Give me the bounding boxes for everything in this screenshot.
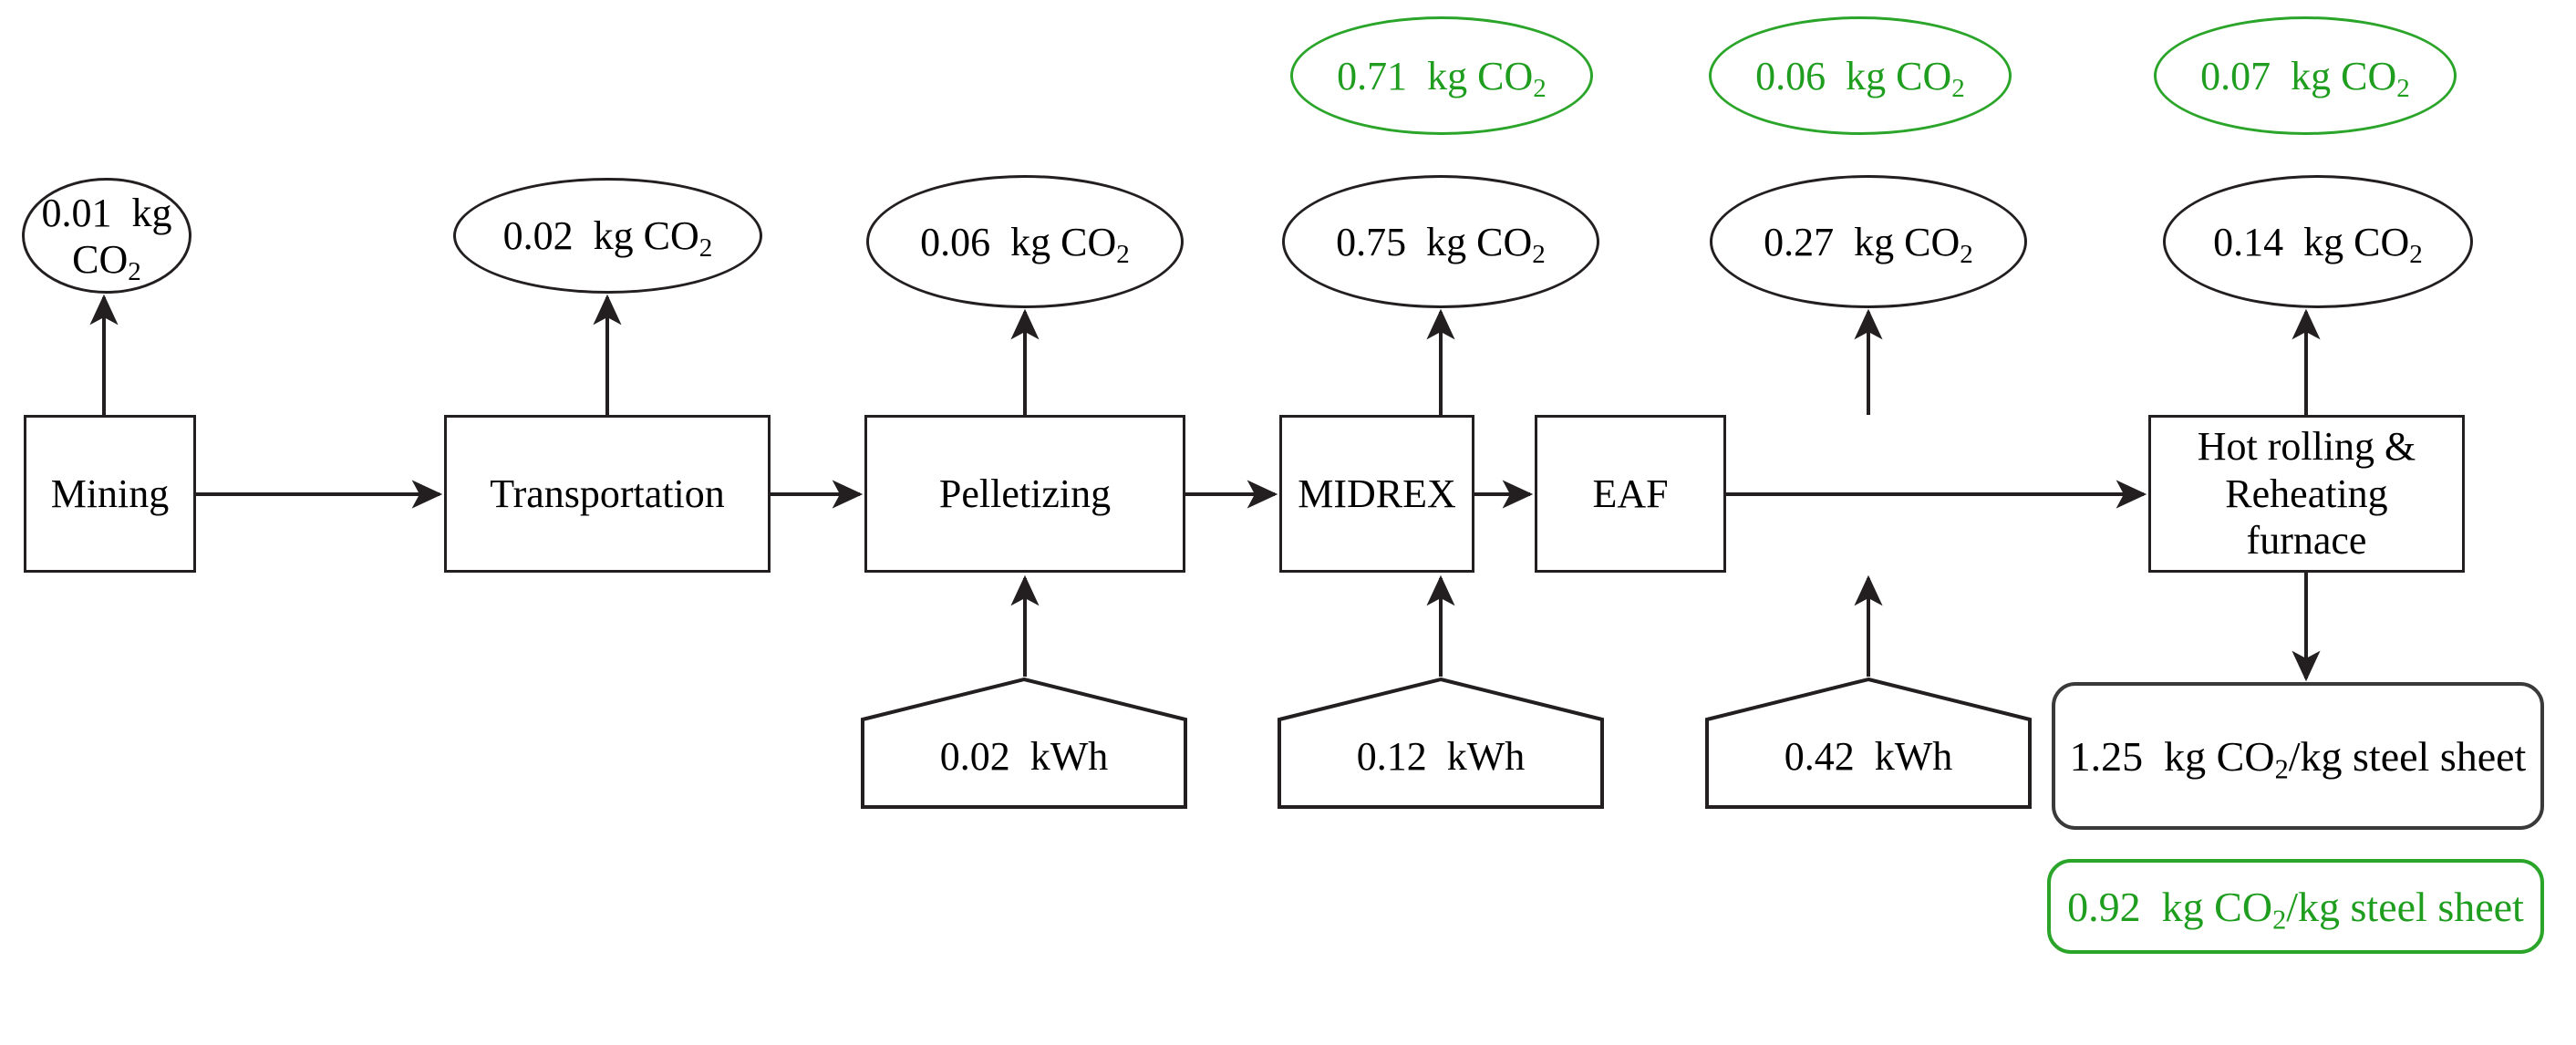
emission-ellipse-midrex[interactable]: 0.75 kg CO2 — [1282, 175, 1599, 308]
unit-text: kg CO — [2164, 732, 2275, 780]
unit-text: kg CO — [593, 213, 699, 258]
subscript-text: 2 — [698, 233, 713, 264]
value-text: 0.27 — [1764, 219, 1835, 264]
value-text: 0.14 — [2213, 219, 2284, 264]
unit-text: kg CO — [1427, 53, 1534, 98]
process-box-hot-rolling-reheating-furnace[interactable]: Hot rolling & Reheating furnace — [2148, 415, 2465, 573]
process-box-midrex-label: MIDREX — [1298, 471, 1456, 516]
emission-ellipse-midrex-green[interactable]: 0.71 kg CO2 — [1290, 16, 1593, 135]
emission-ellipse-transportation-label: 0.02 kg CO2 — [502, 212, 713, 262]
energy-input-eaf[interactable]: 0.42 kWh — [1704, 677, 2033, 810]
energy-input-midrex[interactable]: 0.12 kWh — [1277, 677, 1605, 810]
process-box-pelletizing[interactable]: Pelletizing — [864, 415, 1185, 573]
value-text: 0.42 — [1784, 734, 1855, 779]
subscript-text: 2 — [1960, 239, 1973, 269]
total-box-baseline[interactable]: 1.25 kg CO2/kg steel sheet — [2052, 682, 2544, 830]
unit-text: kWh — [1029, 734, 1109, 779]
energy-input-pelletizing-label: 0.02 kWh — [860, 733, 1188, 780]
process-box-hot-rolling-line1: Hot rolling & — [2197, 423, 2416, 469]
emission-ellipse-hotrolling[interactable]: 0.14 kg CO2 — [2163, 175, 2473, 308]
process-box-hot-rolling-line3: furnace — [2246, 518, 2367, 564]
total-box-green[interactable]: 0.92 kg CO2/kg steel sheet — [2047, 859, 2544, 954]
value-text: 0.12 — [1356, 734, 1427, 779]
value-text: 0.01 — [41, 190, 112, 235]
emission-ellipse-eaf-green[interactable]: 0.06 kg CO2 — [1709, 16, 2012, 135]
pentagon-shape — [1705, 677, 2032, 809]
unit-text: kg CO — [1854, 219, 1960, 264]
emission-ellipse-pelletizing[interactable]: 0.06 kg CO2 — [866, 175, 1184, 308]
emission-ellipse-midrex-label: 0.75 kg CO2 — [1336, 219, 1546, 268]
pentagon-shape — [861, 677, 1187, 809]
emission-ellipse-midrex-green-label: 0.71 kg CO2 — [1337, 53, 1547, 102]
process-box-eaf-label: EAF — [1592, 471, 1669, 516]
process-box-hot-rolling-label: Hot rolling & Reheating furnace — [2198, 423, 2416, 565]
value-text: 0.92 — [2067, 883, 2141, 930]
value-text: 0.75 — [1336, 219, 1407, 264]
energy-input-midrex-label: 0.12 kWh — [1277, 733, 1605, 780]
process-box-mining-label: Mining — [50, 471, 170, 516]
pentagon-shape — [1278, 677, 1604, 809]
unit-text: kg CO — [1426, 219, 1533, 264]
unit-text: kg CO — [2161, 883, 2273, 930]
emission-ellipse-hotrolling-green[interactable]: 0.07 kg CO2 — [2154, 16, 2457, 135]
emission-ellipse-eaf-green-label: 0.06 kg CO2 — [1755, 53, 1965, 102]
unit-suffix-text: /kg steel sheet — [2288, 732, 2527, 780]
unit-text: kg CO — [1846, 53, 1952, 98]
process-box-mining[interactable]: Mining — [24, 415, 196, 573]
process-box-transportation[interactable]: Transportation — [444, 415, 771, 573]
subscript-text: 2 — [2409, 239, 2423, 269]
unit-text: kg CO — [72, 190, 172, 282]
subscript-text: 2 — [1533, 73, 1547, 103]
value-text: 0.07 — [2200, 53, 2271, 98]
process-box-eaf[interactable]: EAF — [1535, 415, 1726, 573]
subscript-text: 2 — [2274, 753, 2289, 784]
energy-input-eaf-label: 0.42 kWh — [1704, 733, 2033, 780]
unit-text: kg CO — [2291, 53, 2397, 98]
unit-suffix-text: /kg steel sheet — [2286, 883, 2524, 930]
process-box-hot-rolling-line2: Reheating — [2225, 471, 2388, 516]
process-box-pelletizing-label: Pelletizing — [938, 471, 1112, 516]
emission-ellipse-transportation[interactable]: 0.02 kg CO2 — [453, 178, 762, 294]
subscript-text: 2 — [2272, 904, 2287, 935]
emission-ellipse-hotrolling-label: 0.14 kg CO2 — [2213, 219, 2423, 268]
value-text: 0.06 — [920, 219, 991, 264]
value-text: 0.71 — [1337, 53, 1408, 98]
value-text: 0.06 — [1755, 53, 1826, 98]
unit-text: kg CO — [1010, 219, 1117, 264]
energy-input-pelletizing[interactable]: 0.02 kWh — [860, 677, 1188, 810]
unit-text: kg CO — [2303, 219, 2410, 264]
subscript-text: 2 — [2396, 73, 2410, 103]
unit-text: kWh — [1874, 734, 1953, 779]
process-box-transportation-label: Transportation — [490, 471, 725, 516]
emission-ellipse-pelletizing-label: 0.06 kg CO2 — [920, 219, 1130, 268]
subscript-text: 2 — [1116, 239, 1130, 269]
emission-ellipse-hotrolling-green-label: 0.07 kg CO2 — [2200, 53, 2410, 102]
process-box-midrex[interactable]: MIDREX — [1279, 415, 1474, 573]
emission-ellipse-mining-label: 0.01 kg CO2 — [25, 190, 189, 286]
emission-ellipse-eaf[interactable]: 0.27 kg CO2 — [1710, 175, 2027, 308]
emission-ellipse-mining[interactable]: 0.01 kg CO2 — [22, 178, 191, 294]
value-text: 0.02 — [939, 734, 1010, 779]
value-text: 0.02 — [502, 213, 574, 258]
value-text: 1.25 — [2069, 732, 2144, 780]
subscript-text: 2 — [1532, 239, 1546, 269]
total-box-green-label: 0.92 kg CO2/kg steel sheet — [2067, 883, 2524, 934]
emission-ellipse-eaf-label: 0.27 kg CO2 — [1764, 219, 1973, 268]
subscript-text: 2 — [1951, 73, 1965, 103]
unit-text: kWh — [1446, 734, 1526, 779]
subscript-text: 2 — [128, 256, 141, 286]
total-box-baseline-label: 1.25 kg CO2/kg steel sheet — [2069, 732, 2527, 784]
